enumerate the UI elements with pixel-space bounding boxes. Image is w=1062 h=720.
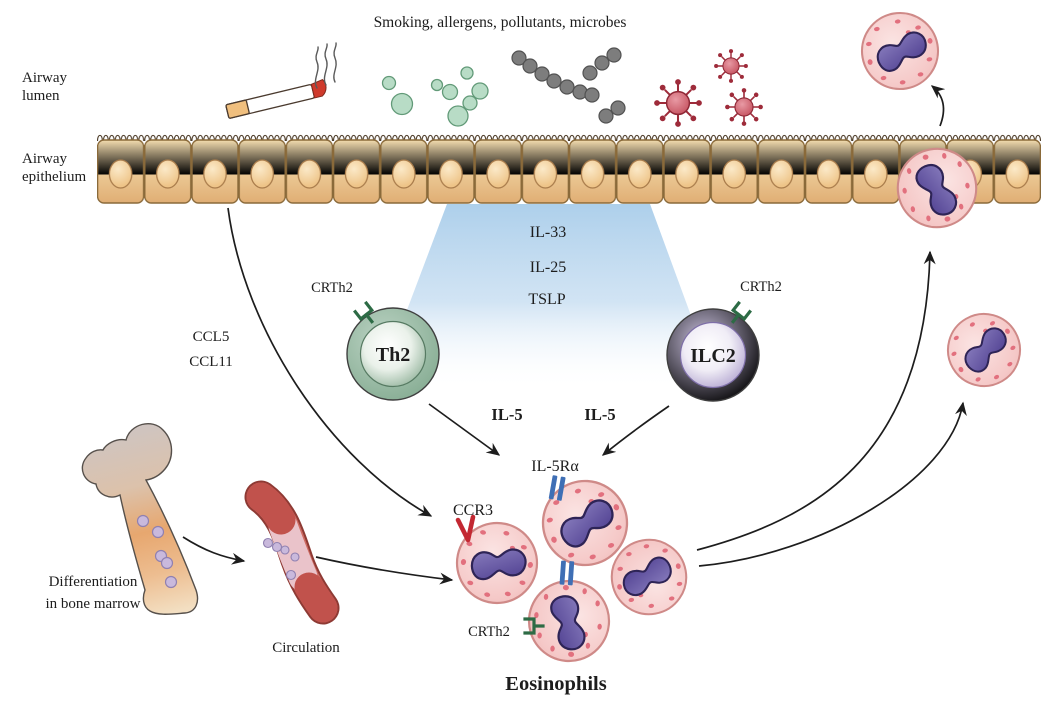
svg-text:CCL5: CCL5 (193, 329, 230, 345)
microbe-icon (713, 48, 749, 84)
th2-cell (346, 307, 440, 401)
il5-left-label: IL-5 (491, 405, 522, 424)
svg-text:lumen: lumen (22, 88, 60, 104)
ccr3-label: CCR3 (453, 502, 493, 519)
ccr3-receptor-icon (455, 514, 476, 543)
circulation-label: Circulation (272, 640, 340, 656)
il5ra-label: IL-5Rα (531, 458, 579, 475)
alarmin-labels: IL-33 IL-25 TSLP (528, 224, 566, 308)
microbe-icon (653, 78, 703, 128)
svg-text:IL-33: IL-33 (530, 224, 566, 241)
airway-epithelium-band (97, 127, 1041, 205)
crth2-ilc2-label: CRTh2 (740, 279, 782, 295)
eosinophil (524, 576, 614, 666)
svg-text:CCL11: CCL11 (189, 354, 233, 370)
arrow-circulation-to-eosinophils (315, 556, 454, 585)
arrow-to-lumen-eosinophil (930, 85, 946, 127)
ilc2-cell (666, 308, 760, 402)
allergen-particles (381, 66, 489, 127)
bone-marrow-label: Differentiation in bone marrow (46, 574, 141, 612)
svg-text:Airway: Airway (22, 70, 67, 86)
pollutant-particles (511, 47, 626, 124)
bone-icon (81, 422, 199, 615)
figure-title: Smoking, allergens, pollutants, microbes (374, 14, 627, 31)
svg-text:in bone marrow: in bone marrow (46, 596, 141, 612)
eosinophil-tissue (933, 299, 1035, 401)
eosinophil-lumen (854, 5, 946, 97)
crth2-th2-label: CRTh2 (311, 280, 353, 296)
il5-right-label: IL-5 (584, 405, 615, 424)
ilc2-label: ILC2 (690, 345, 736, 367)
arrow-il5-th2 (428, 403, 501, 456)
chemokine-label: CCL5 CCL11 (189, 329, 233, 370)
arrow-to-tissue-eosinophil (698, 401, 967, 567)
svg-text:TSLP: TSLP (528, 291, 565, 308)
svg-text:Airway: Airway (22, 151, 67, 167)
smoke-icon (314, 42, 337, 89)
svg-text:epithelium: epithelium (22, 169, 86, 185)
arrow-bone-to-circulation (182, 536, 246, 565)
crth2-eos-label: CRTh2 (468, 624, 510, 640)
svg-text:Differentiation: Differentiation (49, 574, 138, 590)
arrow-ccl5-to-eosinophils (227, 207, 433, 517)
alarmin-funnel (373, 204, 722, 400)
svg-text:IL-25: IL-25 (530, 259, 566, 276)
microbe-icon (724, 87, 764, 127)
th2-label: Th2 (376, 344, 410, 366)
eosinophils-label: Eosinophils (505, 673, 606, 695)
cigarette-icon (225, 78, 327, 119)
blood-vessel-icon (244, 480, 340, 625)
airway-epithelium-label: Airway epithelium (22, 151, 86, 185)
airway-lumen-label: Airway lumen (22, 70, 67, 104)
arrow-il5-ilc2 (601, 405, 670, 456)
pathway-arrows (182, 85, 967, 585)
arrow-to-epithelium-eosinophil (696, 250, 936, 551)
